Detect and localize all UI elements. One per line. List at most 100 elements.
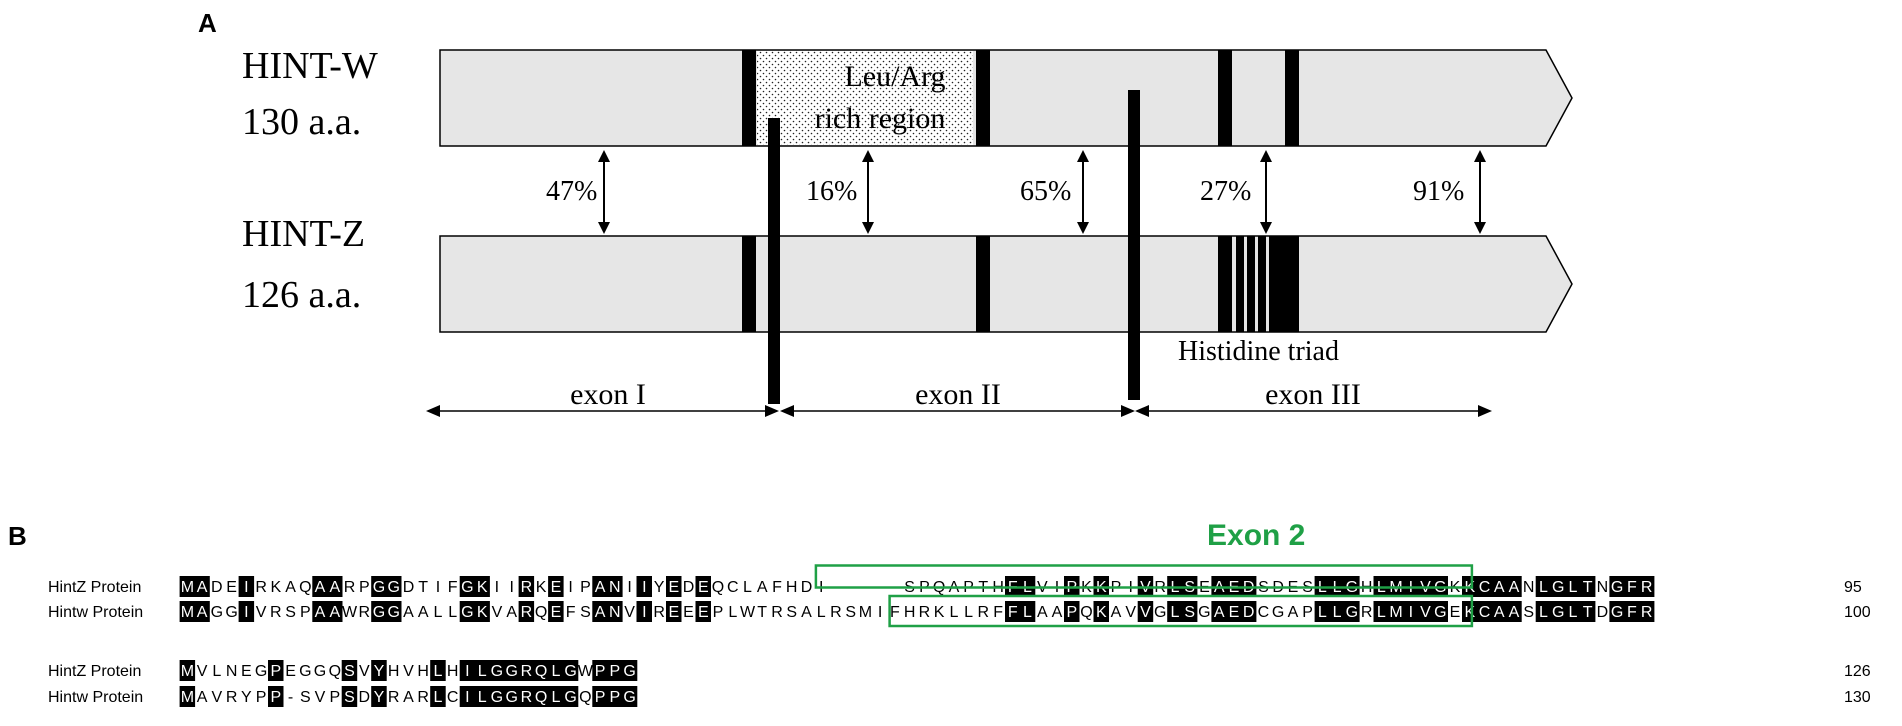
residue: C: [1479, 604, 1491, 621]
identity-arrows: [598, 150, 1486, 234]
seq-end-hintw-2: 130: [1844, 689, 1871, 706]
residue: A: [1037, 604, 1048, 621]
residue: I: [1409, 604, 1413, 621]
residue: G: [255, 663, 267, 680]
residue: P: [595, 663, 606, 680]
residue: G: [1434, 604, 1446, 621]
residue: L: [551, 689, 560, 706]
residue: S: [344, 663, 355, 680]
residue: V: [256, 604, 267, 621]
residue: T: [418, 579, 428, 596]
residue: G: [1198, 604, 1210, 621]
identical-residue-box: [607, 576, 623, 597]
identical-residue-box: [518, 601, 535, 622]
residue: R: [521, 689, 533, 706]
identical-residue-box: [1638, 576, 1655, 597]
seq-end-hintz-2: 126: [1844, 663, 1871, 680]
residue: D: [211, 579, 223, 596]
identical-residue-box: [1624, 576, 1640, 597]
residue: R: [359, 604, 371, 621]
identical-residue-box: [1093, 601, 1109, 622]
residue: P: [359, 579, 370, 596]
identical-residue-box: [1550, 601, 1566, 622]
residue: K: [536, 579, 547, 596]
residue: G: [299, 663, 311, 680]
residue: R: [830, 604, 842, 621]
identical-residue-box: [607, 686, 623, 707]
residue: W: [342, 604, 358, 621]
residue: I: [568, 579, 572, 596]
residue: C: [727, 579, 739, 596]
residue: H: [447, 663, 459, 680]
identical-residue-box: [194, 601, 210, 622]
residue: L: [1318, 604, 1327, 621]
identical-residue-box: [327, 576, 343, 597]
residue: L: [964, 604, 973, 621]
identical-residue-box: [621, 660, 638, 681]
residue: A: [801, 604, 812, 621]
identical-residue-box: [238, 601, 255, 622]
identical-residue-box: [1565, 576, 1581, 597]
identical-residue-box: [489, 686, 505, 707]
exon-2-box-hintw: [888, 594, 1474, 628]
residue: A: [506, 604, 517, 621]
residue: K: [934, 604, 945, 621]
identical-residue-box: [1476, 576, 1493, 597]
residue: G: [491, 663, 503, 680]
identical-residue-box: [1005, 601, 1021, 622]
residue: P: [256, 689, 267, 706]
residue: L: [434, 689, 443, 706]
residue: A: [1509, 579, 1520, 596]
identical-residue-box: [1506, 576, 1522, 597]
identical-residue-box: [312, 601, 328, 622]
identical-residue-box: [371, 601, 387, 622]
hint-w-mark-4: [1285, 50, 1299, 146]
identical-residue-box: [636, 576, 652, 597]
identical-residue-box: [1373, 601, 1389, 622]
identity-arrow-5: [1474, 150, 1486, 234]
hint-z-mark-2: [976, 236, 990, 332]
residue: R: [521, 663, 533, 680]
identical-residue-box: [1624, 601, 1640, 622]
residue: G: [564, 663, 576, 680]
identical-residue-box: [312, 576, 328, 597]
residue: G: [491, 689, 503, 706]
residue: Q: [329, 663, 341, 680]
residue: Q: [535, 604, 547, 621]
identical-residue-box: [459, 686, 476, 707]
residue: G: [387, 604, 399, 621]
residue: A: [1494, 579, 1505, 596]
seq-name-hintw-1: Hintw Protein: [48, 604, 143, 621]
residue: G: [623, 663, 635, 680]
residue: K: [477, 604, 488, 621]
residue: E: [226, 579, 237, 596]
residue: G: [505, 663, 517, 680]
identical-residue-box: [1064, 601, 1080, 622]
panel-b: B Exon 2 HintZ Protein Hintw Protein Hin…: [8, 519, 1871, 707]
residue: V: [1125, 604, 1136, 621]
residue: L: [551, 663, 560, 680]
identical-residue-box: [1388, 601, 1404, 622]
residue: A: [1214, 604, 1225, 621]
identical-residue-box: [1211, 601, 1227, 622]
residue: I: [642, 604, 646, 621]
panel-a-label: A: [198, 8, 217, 38]
residue: T: [1583, 604, 1593, 621]
residue: E: [698, 604, 709, 621]
residue: A: [329, 604, 340, 621]
identical-residue-box: [386, 576, 402, 597]
identical-residue-box: [1476, 601, 1493, 622]
identical-residue-box: [1344, 601, 1360, 622]
exon-ii-label: exon II: [915, 378, 1001, 411]
residue: V: [1420, 604, 1431, 621]
identical-residue-box: [1019, 601, 1036, 622]
residue: P: [300, 604, 311, 621]
identity-label-2: 16%: [806, 176, 857, 207]
residue: P: [595, 689, 606, 706]
residue: L: [1568, 579, 1577, 596]
residue: F: [993, 604, 1003, 621]
residue: K: [1464, 604, 1475, 621]
identical-residue-box: [666, 576, 682, 597]
residue: S: [786, 604, 797, 621]
residue: Y: [654, 579, 665, 596]
